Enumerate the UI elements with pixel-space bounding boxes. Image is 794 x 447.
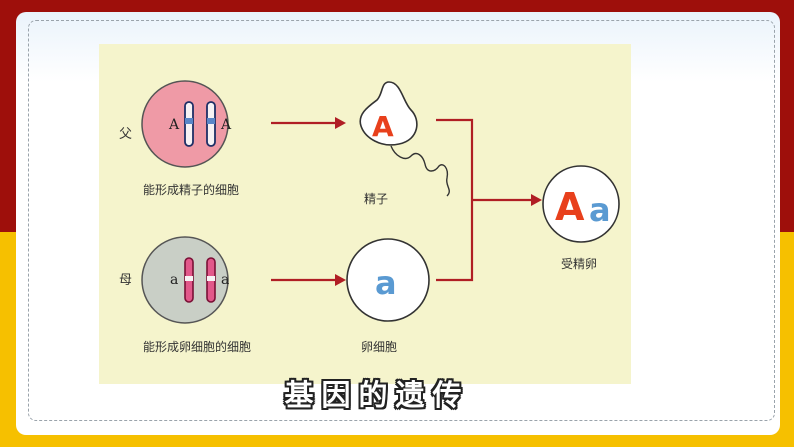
mother-allele-right: a bbox=[221, 272, 229, 288]
father-allele-right: A bbox=[220, 117, 232, 133]
to-zygote-arrowhead bbox=[531, 194, 542, 206]
mother-allele-left: a bbox=[170, 272, 178, 288]
father-cell-label: 能形成精子的细胞 bbox=[143, 182, 239, 197]
sperm-allele: A bbox=[372, 110, 394, 143]
mother-cell-label: 能形成卵细胞的细胞 bbox=[143, 339, 251, 354]
mother-to-egg-arrowhead bbox=[335, 274, 346, 286]
zygote-label: 受精卵 bbox=[561, 257, 597, 271]
father-to-sperm-arrowhead bbox=[335, 117, 346, 129]
egg-cell-circle bbox=[346, 238, 430, 322]
mother-gene-band-left bbox=[185, 276, 193, 281]
sperm-label: 精子 bbox=[364, 192, 388, 206]
zygote-allele-recessive: a bbox=[589, 191, 611, 229]
inheritance-figure: 父 母 A A 能形成精子的细胞 a a 能形成卵细胞的细胞 A 精子 a 卵细… bbox=[99, 44, 631, 384]
zygote-circle bbox=[542, 165, 620, 243]
egg-allele: a bbox=[375, 264, 397, 302]
dashed-frame bbox=[28, 20, 775, 421]
father-gene-band-left bbox=[185, 118, 193, 124]
mother-label: 母 bbox=[119, 273, 132, 288]
fertilization-connector bbox=[436, 118, 474, 282]
zygote-allele-dominant: A bbox=[555, 185, 585, 229]
sperm-tail bbox=[390, 145, 450, 197]
father-gene-band-right bbox=[207, 118, 215, 124]
father-allele-left: A bbox=[168, 117, 180, 133]
father-label: 父 bbox=[119, 127, 132, 142]
egg-label: 卵细胞 bbox=[361, 340, 397, 354]
inheritance-diagram: 父 母 A A 能形成精子的细胞 a a 能形成卵细胞的细胞 A 精子 a 卵细… bbox=[119, 80, 620, 354]
sperm-head bbox=[359, 81, 418, 146]
mother-gene-band-right bbox=[207, 276, 215, 281]
slide-caption: 基因的遗传 bbox=[284, 378, 470, 412]
